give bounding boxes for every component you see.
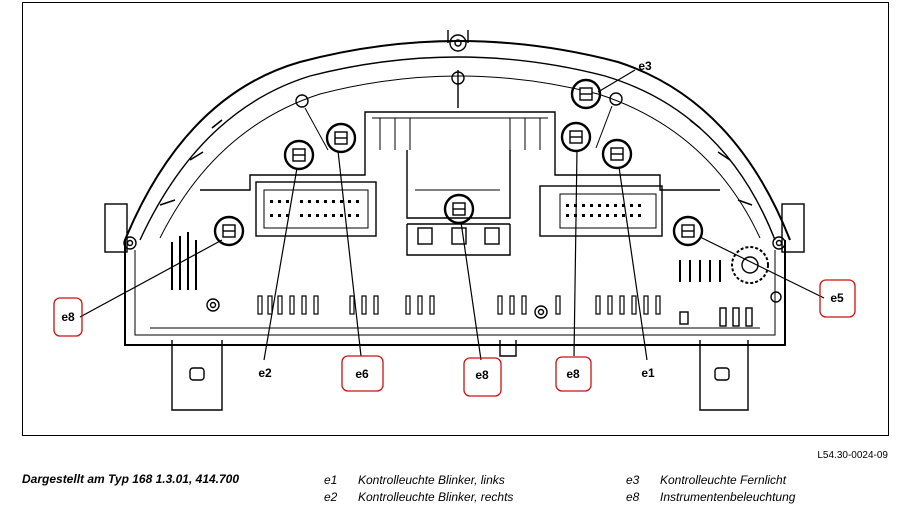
callout-e6: e6 <box>355 367 369 381</box>
legend-code: e8 <box>626 490 640 504</box>
figure-caption: Dargestellt am Typ 168 1.3.01, 414.700 <box>22 472 240 486</box>
callout-e8-center: e8 <box>475 368 489 382</box>
panel-slots <box>379 118 541 150</box>
lamp-socket-e1 <box>601 138 633 170</box>
cluster-body <box>124 240 786 346</box>
housing-arch-outer <box>124 40 791 241</box>
legend-item: e8 Instrumentenbeleuchtung <box>626 489 795 506</box>
right-connector-pins <box>566 204 641 217</box>
lamp-socket-e8-left <box>213 215 245 247</box>
arch-ribs <box>159 119 753 206</box>
legend-item: e1 Kontrolleuchte Blinker, links <box>324 472 513 489</box>
left-connector <box>255 181 377 237</box>
lamp-socket-e5 <box>672 215 704 247</box>
highlight-boxes <box>53 279 856 397</box>
top-mount-boss <box>449 34 467 52</box>
legend-code: e2 <box>324 490 338 504</box>
lamp-socket-e8-right <box>560 121 592 153</box>
housing-arch-inner <box>139 56 776 241</box>
gear-wheel <box>731 246 769 284</box>
callout-e3: e3 <box>638 59 652 73</box>
lamp-socket-e8-center <box>443 193 475 225</box>
left-connector-pins <box>270 200 359 217</box>
callout-e8-right: e8 <box>566 367 580 381</box>
legend-text: Kontrolleuchte Blinker, rechts <box>358 490 514 504</box>
leader-lines <box>79 69 825 361</box>
legend-item: e3 Kontrolleuchte Fernlicht <box>626 472 795 489</box>
callout-e5: e5 <box>830 291 844 305</box>
upper-panel <box>200 111 720 191</box>
callout-e2: e2 <box>258 366 272 380</box>
legend-text: Instrumentenbeleuchtung <box>660 490 796 504</box>
callout-e1: e1 <box>641 366 655 380</box>
lamp-socket-e3 <box>570 78 602 110</box>
right-bracket <box>699 340 749 411</box>
legend-code: e1 <box>324 473 338 487</box>
lamp-socket-e6 <box>325 122 357 154</box>
legend-code: e3 <box>626 473 640 487</box>
figure-frame <box>22 2 889 436</box>
vent-slots <box>257 295 661 315</box>
legend-column-1: e1 Kontrolleuchte Blinker, links e2 Kont… <box>324 472 513 506</box>
legend-item: e2 Kontrolleuchte Blinker, rechts <box>324 489 513 506</box>
left-bracket <box>171 340 223 411</box>
right-comb <box>679 260 721 282</box>
legend-column-2: e3 Kontrolleuchte Fernlicht e8 Instrumen… <box>626 472 795 506</box>
right-flange <box>781 203 805 253</box>
left-flange <box>104 203 128 253</box>
legend-text: Kontrolleuchte Blinker, links <box>358 473 505 487</box>
legend-text: Kontrolleuchte Fernlicht <box>660 473 787 487</box>
instrument-cluster-diagram: e8 e2 e6 e8 e8 e1 e3 e5 <box>53 30 856 411</box>
lamp-socket-e2 <box>283 139 315 171</box>
right-connector <box>539 185 663 237</box>
callout-e8-far-left: e8 <box>61 310 75 324</box>
figure-reference-code: L54.30-0024-09 <box>817 450 888 461</box>
